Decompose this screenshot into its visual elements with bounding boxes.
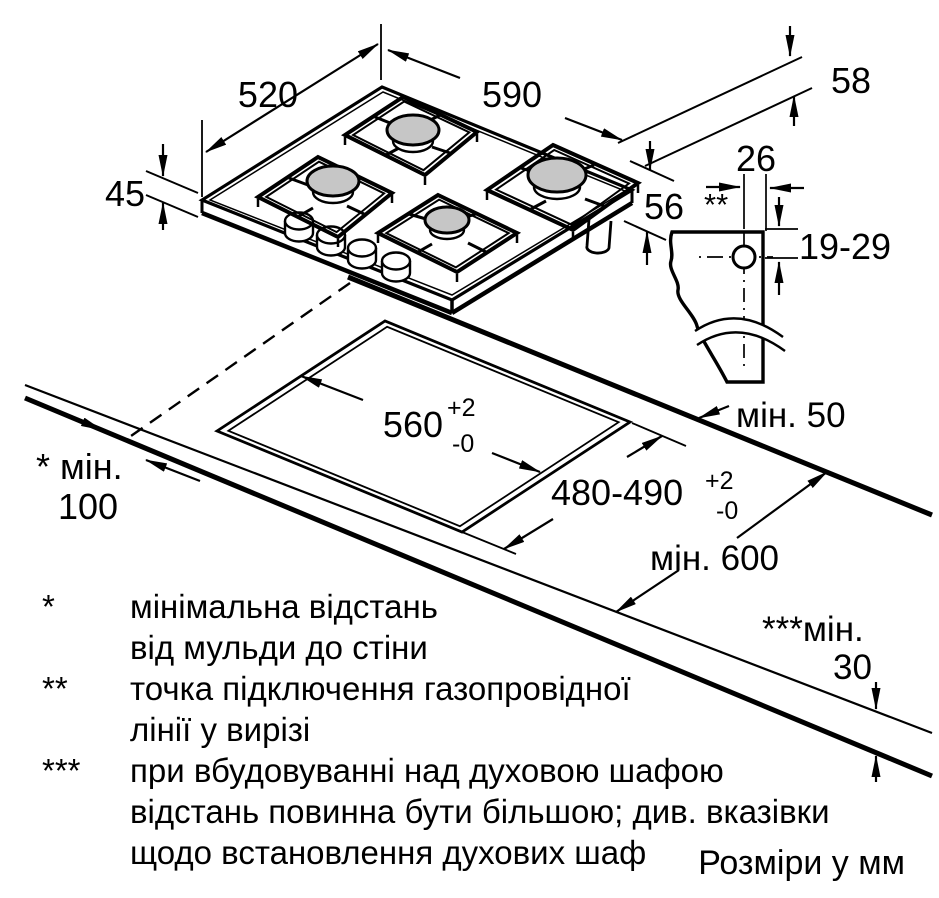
break-line bbox=[696, 331, 786, 352]
profile-outline bbox=[668, 230, 765, 384]
min-wall-label-2: 100 bbox=[58, 486, 118, 527]
dim-cutout-width-560 bbox=[300, 374, 541, 474]
gas-vertical-label: 19-29 bbox=[799, 226, 891, 267]
gas-connection-circle bbox=[731, 244, 757, 270]
cutout-width-tol-plus: +2 bbox=[447, 394, 476, 422]
footnote-marker: * bbox=[42, 588, 55, 625]
dim-hob-width-590 bbox=[387, 48, 623, 142]
burner-cap bbox=[305, 164, 361, 198]
gas-point-marker: ** bbox=[704, 187, 728, 222]
dim-cutout-depth-480-490 bbox=[503, 435, 663, 550]
hob-height-label: 45 bbox=[105, 173, 145, 214]
burner-cap bbox=[423, 205, 471, 235]
worktop-back-edge bbox=[347, 274, 933, 518]
burner-cap bbox=[526, 156, 588, 194]
worktop-cutout bbox=[214, 319, 687, 555]
side-profile-detail bbox=[668, 174, 804, 384]
below-counter-label: 56 bbox=[644, 186, 684, 227]
dim-below-counter-56 bbox=[623, 141, 675, 265]
min-back-label: мін. 50 bbox=[736, 396, 846, 435]
ext-line bbox=[644, 87, 813, 167]
ext-line bbox=[145, 170, 199, 194]
footnote-gas: ** точка підключення газопровідної лінії… bbox=[42, 668, 922, 750]
dim-min-100 bbox=[61, 411, 201, 483]
footnote-line: лінії у вирізі bbox=[130, 711, 311, 748]
min-oven-label-1: ***мін. bbox=[762, 610, 864, 649]
cutout-width-tol-minus: -0 bbox=[452, 430, 474, 458]
break-line bbox=[694, 317, 784, 338]
ext-line bbox=[145, 194, 199, 218]
ext-line bbox=[629, 160, 675, 182]
cutout-depth-label: 480-490 bbox=[551, 472, 683, 513]
footnote-wall: * мінімальна відстань від мульди до стін… bbox=[42, 586, 922, 668]
wall-dashed-line bbox=[130, 282, 351, 437]
above-counter-label: 58 bbox=[831, 60, 871, 101]
footnote-line: при вбудовуванні над духовою шафою bbox=[130, 752, 724, 789]
footnote-line: відстань повинна бути більшою; див. вказ… bbox=[130, 793, 830, 830]
min-depth-label: мін. 600 bbox=[650, 539, 779, 578]
control-knob bbox=[315, 225, 347, 257]
footnote-line: від мульди до стіни bbox=[130, 629, 428, 666]
hob-depth-label: 520 bbox=[238, 74, 298, 115]
footnotes: * мінімальна відстань від мульди до стін… bbox=[42, 586, 922, 873]
ext-line bbox=[623, 220, 667, 241]
footnote-line: точка підключення газопровідної bbox=[130, 670, 631, 707]
cutout-depth-tol-minus: -0 bbox=[716, 497, 738, 525]
dim-hob-height-45 bbox=[145, 144, 199, 230]
worktop-front-edge-top bbox=[24, 383, 933, 735]
cutout-depth-tol-plus: +2 bbox=[705, 467, 734, 495]
worktop-drawing bbox=[24, 274, 933, 779]
min-oven-label-2: 30 bbox=[833, 648, 872, 687]
cutout-outer-edge bbox=[214, 319, 633, 534]
cutout-width-label: 560 bbox=[383, 404, 443, 445]
dim-min-50 bbox=[698, 404, 730, 420]
cutout-inner-edge bbox=[226, 325, 621, 528]
burner-grate-right bbox=[482, 142, 642, 240]
units-note: Розміри у мм bbox=[698, 844, 905, 882]
footnote-line: мінімальна відстань bbox=[130, 588, 438, 625]
dim-above-counter-58 bbox=[617, 26, 813, 167]
hob-glass-inner-line bbox=[208, 91, 627, 296]
burner-grate-left bbox=[254, 154, 396, 247]
dim-hob-depth-520 bbox=[201, 24, 382, 197]
control-knob bbox=[346, 238, 378, 270]
break-band bbox=[695, 318, 785, 351]
worktop-front-edge-bottom bbox=[24, 395, 933, 779]
footnote-line: щодо встановлення духових шаф bbox=[130, 834, 647, 871]
cutout-ext-right bbox=[631, 422, 687, 447]
footnote-oven: *** при вбудовуванні над духовою шафою в… bbox=[42, 750, 922, 873]
gas-offset-label: 26 bbox=[736, 138, 776, 179]
hob-body-left-face bbox=[202, 200, 452, 313]
dim-min-600 bbox=[615, 471, 828, 613]
hob-width-label: 590 bbox=[482, 74, 542, 115]
footnote-marker: ** bbox=[42, 670, 68, 707]
min-wall-label-1: * мін. bbox=[36, 446, 123, 487]
cutout-ext-bottom bbox=[461, 531, 517, 555]
footnote-marker: *** bbox=[42, 752, 81, 789]
control-knob bbox=[380, 251, 412, 283]
burner-cap bbox=[385, 113, 441, 147]
burner-grate-front bbox=[373, 192, 522, 282]
ext-line bbox=[617, 56, 803, 144]
